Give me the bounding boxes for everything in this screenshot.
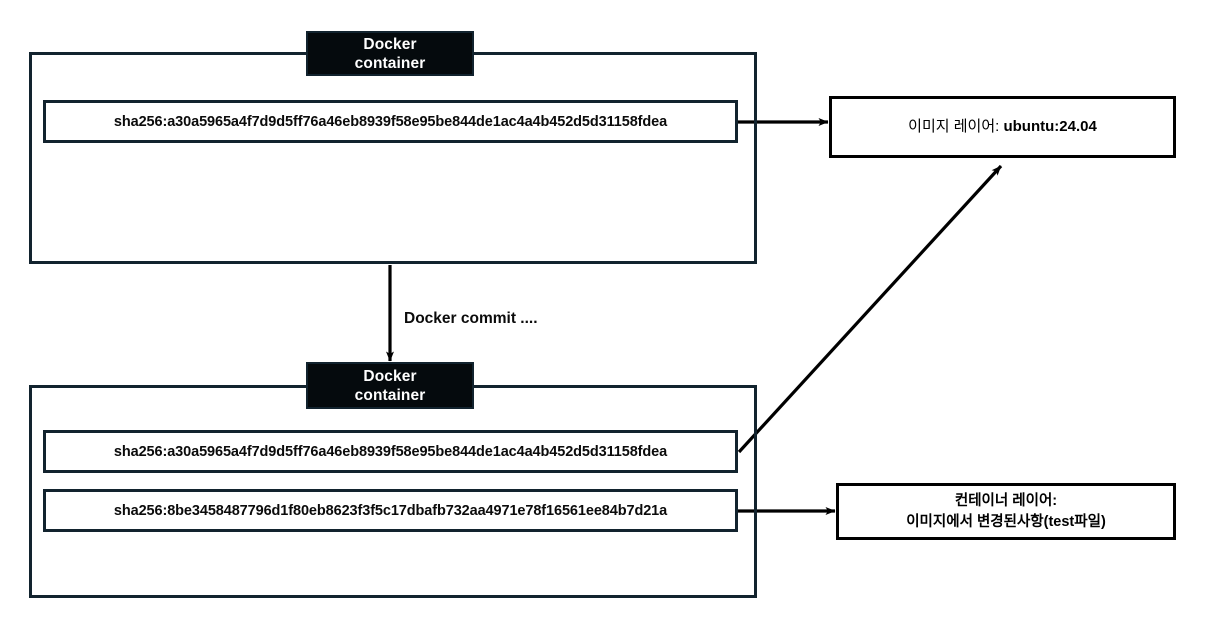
image-layer-text: 이미지 레이어: ubuntu:24.04 bbox=[908, 116, 1097, 138]
image-layer-value: ubuntu:24.04 bbox=[1003, 118, 1097, 135]
layer-hash-box-image-bottom: sha256:a30a5965a4f7d9d5ff76a46eb8939f58e… bbox=[43, 430, 738, 473]
arrow-bottom-base-layer-to-image-layer bbox=[737, 164, 1003, 454]
docker-container-bottom-header: Docker container bbox=[306, 362, 474, 409]
image-layer-label: 이미지 레이어: bbox=[908, 118, 1000, 135]
image-layer-box: 이미지 레이어: ubuntu:24.04 bbox=[829, 96, 1176, 158]
docker-header-line2: container bbox=[354, 386, 426, 404]
docker-container-top-header: Docker container bbox=[306, 31, 474, 76]
layer-hash-box-container-diff: sha256:8be3458487796d1f80eb8623f3f5c17db… bbox=[43, 489, 738, 532]
docker-header-line1: Docker bbox=[363, 35, 417, 53]
docker-header-line2: container bbox=[354, 54, 426, 72]
layer-hash-text: sha256:8be3458487796d1f80eb8623f3f5c17db… bbox=[113, 502, 668, 519]
docker-container-top bbox=[29, 52, 757, 264]
layer-hash-text: sha256:a30a5965a4f7d9d5ff76a46eb8939f58e… bbox=[113, 443, 668, 460]
docker-header-line1: Docker bbox=[363, 367, 417, 385]
layer-hash-text: sha256:a30a5965a4f7d9d5ff76a46eb8939f58e… bbox=[113, 113, 668, 130]
docker-commit-label: Docker commit .... bbox=[404, 310, 538, 327]
container-layer-title: 컨테이너 레이어: bbox=[954, 492, 1058, 509]
container-layer-box: 컨테이너 레이어: 이미지에서 변경된사항(test파일) bbox=[836, 483, 1176, 540]
container-layer-description: 이미지에서 변경된사항(test파일) bbox=[906, 513, 1106, 530]
layer-hash-box-image-top: sha256:a30a5965a4f7d9d5ff76a46eb8939f58e… bbox=[43, 100, 738, 143]
